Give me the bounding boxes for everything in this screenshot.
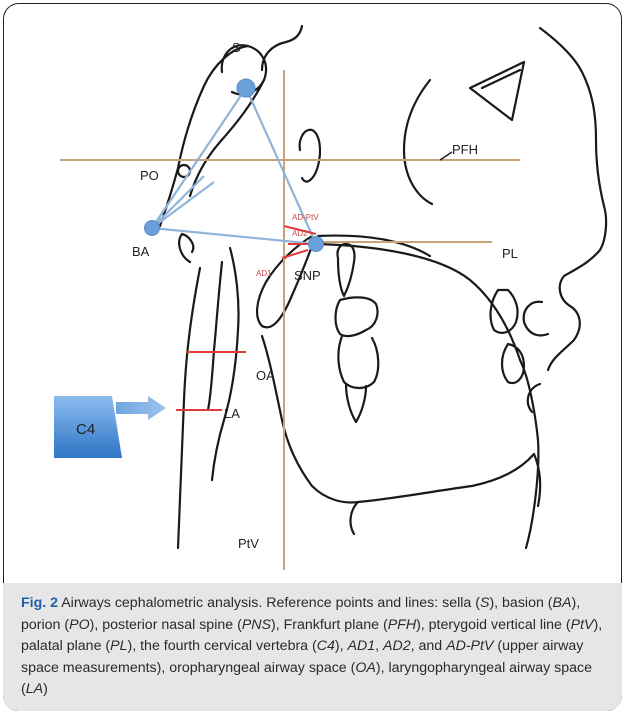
- snp-point: [309, 237, 324, 252]
- caption-term-abbr: PL: [110, 638, 127, 654]
- caption-term-suffix: ),: [335, 638, 348, 654]
- pterygoid-outline: [300, 130, 320, 182]
- label-ad1: AD1: [256, 269, 272, 278]
- hyoid-outline: [351, 502, 358, 534]
- posterior-pharyngeal-wall: [179, 234, 193, 262]
- caption-term: Frankfurt plane (PFH),: [284, 617, 429, 633]
- caption-term: AD1,: [348, 638, 384, 654]
- label-s: S: [232, 40, 241, 55]
- caption-term: palatal plane (PL),: [21, 638, 140, 654]
- caption-term-suffix: ),: [128, 638, 141, 654]
- caption-term-suffix: ),: [90, 617, 103, 633]
- caption-term: sella (S),: [442, 595, 502, 611]
- face-profile: [540, 28, 606, 370]
- label-ptv: PtV: [238, 536, 259, 551]
- caption-term-suffix: ),: [376, 660, 389, 676]
- line-ba-to-po-lower: [152, 182, 214, 228]
- caption-term-abbr: OA: [355, 660, 376, 676]
- label-ad-ptv: AD-PtV: [292, 213, 319, 222]
- cranial-base-outline: [160, 46, 248, 226]
- label-ad2: AD2: [292, 229, 308, 238]
- caption-term-abbr: PFH: [388, 617, 416, 633]
- mandible-outline: [262, 336, 534, 502]
- caption-term-text: basion (: [502, 595, 552, 611]
- sella-point: [237, 79, 255, 97]
- caption-term: pterygoid vertical line (PtV),: [429, 617, 602, 633]
- caption-term-abbr: AD1: [348, 638, 376, 654]
- caption-term-suffix: , and: [411, 638, 447, 654]
- caption-term-abbr: C4: [317, 638, 335, 654]
- caption-term-text: pterygoid vertical line (: [429, 617, 571, 633]
- posterior-pharynx-line: [178, 268, 200, 548]
- posterior-wall-inner: [208, 262, 222, 410]
- caption-term-abbr: PNS: [242, 617, 271, 633]
- nasal-triangle: [470, 62, 524, 120]
- caption-term-text: posterior nasal spine (: [102, 617, 242, 633]
- cephalometric-diagram: S PFH PO BA AD-PtV AD2 AD1 SNP PL OA LA …: [0, 0, 627, 575]
- caption-term-abbr: LA: [26, 681, 43, 697]
- molar-root: [346, 384, 366, 422]
- caption-fig-number: Fig. 2: [21, 595, 58, 611]
- pfh-leader: [440, 152, 452, 160]
- molar-lower: [338, 336, 378, 388]
- label-la: LA: [224, 406, 240, 421]
- ad1-measure: [282, 250, 308, 258]
- label-pfh: PFH: [452, 142, 478, 157]
- caption-term: the fourth cervical vertebra (C4),: [140, 638, 347, 654]
- line-ba-to-po-upper: [152, 176, 204, 228]
- label-ba: BA: [132, 244, 150, 259]
- caption-term-abbr: PtV: [571, 617, 594, 633]
- caption-term-suffix: ),: [571, 595, 580, 611]
- caption-term-abbr: AD-PtV: [446, 638, 493, 654]
- molar-upper: [337, 244, 354, 296]
- label-pl: PL: [502, 246, 518, 261]
- caption-term: porion (PO),: [21, 617, 102, 633]
- caption-term-abbr: BA: [553, 595, 572, 611]
- caption-term: oropharyngeal airway space (OA),: [169, 660, 388, 676]
- caption-term-text: Frankfurt plane (: [284, 617, 388, 633]
- incisor-upper: [491, 290, 518, 333]
- caption-term-suffix: ,: [375, 638, 383, 654]
- basion-point: [145, 221, 160, 236]
- caption-term-text: porion (: [21, 617, 69, 633]
- caption-term-suffix: ),: [416, 617, 429, 633]
- lip-upper: [524, 302, 548, 336]
- caption-term-suffix: ): [43, 681, 48, 697]
- caption-term: posterior nasal spine (PNS),: [102, 617, 283, 633]
- caption-term-text: oropharyngeal airway space (: [169, 660, 355, 676]
- line-s-to-ba: [152, 88, 246, 228]
- caption-term: basion (BA),: [502, 595, 580, 611]
- caption-term-abbr: PO: [69, 617, 90, 633]
- caption-term-suffix: ),: [271, 617, 284, 633]
- caption-term-text: the fourth cervical vertebra (: [140, 638, 317, 654]
- label-po: PO: [140, 168, 159, 183]
- label-oa: OA: [256, 368, 275, 383]
- figure-caption: Fig. 2 Airways cephalometric analysis. R…: [3, 583, 622, 711]
- caption-term-text: palatal plane (: [21, 638, 110, 654]
- posterior-skull-outline: [262, 26, 302, 70]
- label-c4: C4: [76, 421, 95, 438]
- caption-term: AD2, and: [383, 638, 446, 654]
- caption-term-suffix: ),: [489, 595, 502, 611]
- label-snp: SNP: [294, 268, 321, 283]
- orbit-outline: [404, 80, 432, 204]
- caption-term-text: sella (: [442, 595, 480, 611]
- c4-arrow: [116, 396, 166, 420]
- caption-term-suffix: ),: [593, 617, 602, 633]
- tongue-outline: [212, 248, 239, 480]
- caption-term-abbr: AD2: [383, 638, 411, 654]
- molar-body: [336, 297, 378, 336]
- caption-title: Airways cephalometric analysis. Referenc…: [58, 595, 442, 611]
